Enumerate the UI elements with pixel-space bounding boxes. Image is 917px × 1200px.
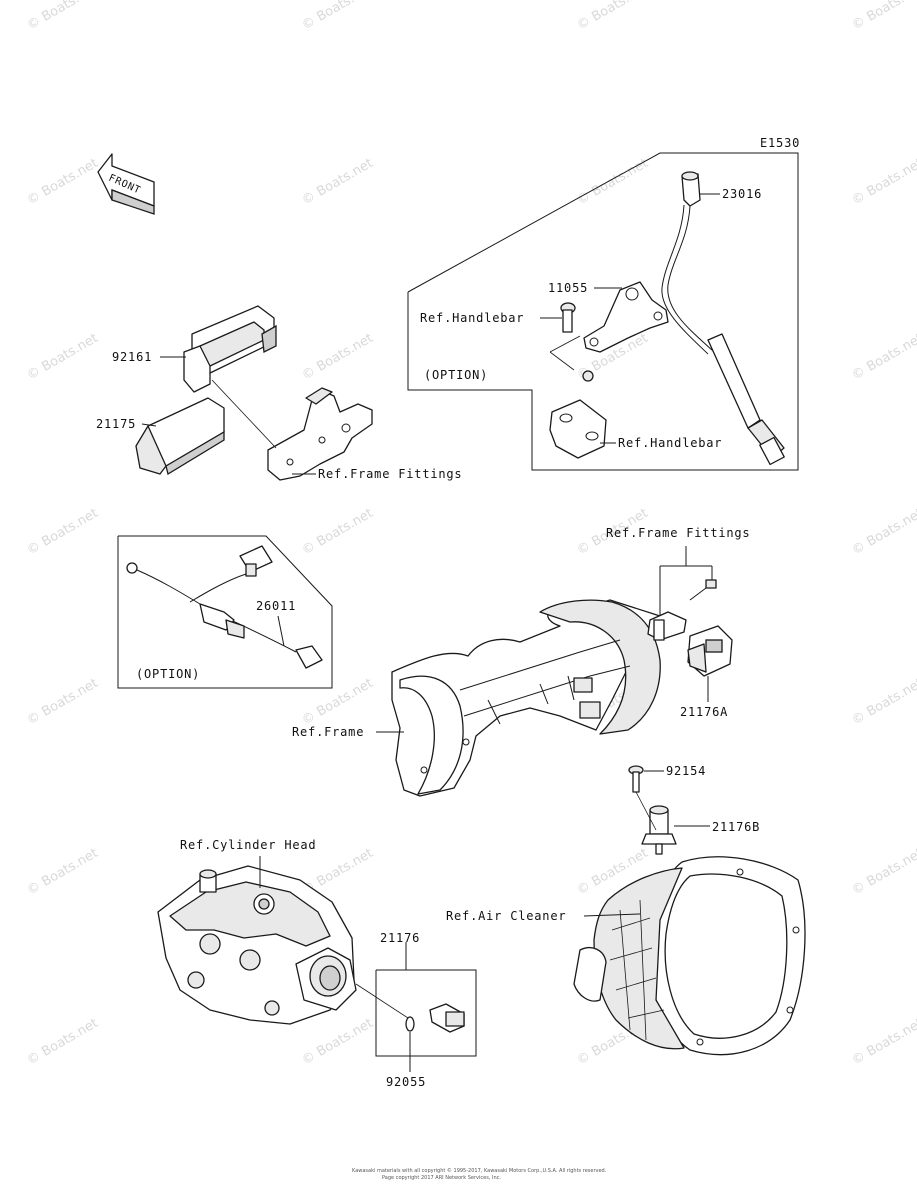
handlebar-clamp bbox=[549, 399, 607, 459]
frame-fittings-right bbox=[647, 579, 717, 641]
watermark: © Boats.net bbox=[25, 331, 101, 384]
ref-cylinder-head: Ref.Cylinder Head bbox=[180, 838, 316, 852]
screw-92154 bbox=[628, 765, 644, 793]
cable-assembly-23016 bbox=[661, 171, 785, 466]
sensor-21176b bbox=[635, 791, 677, 855]
option-label-top: (OPTION) bbox=[424, 368, 488, 382]
part-number-21176a: 21176A bbox=[680, 705, 728, 719]
harness-26011 bbox=[126, 545, 323, 669]
option-box-top: (OPTION) bbox=[407, 152, 799, 471]
o-ring-92055 bbox=[405, 1016, 415, 1032]
part-number-92055: 92055 bbox=[386, 1075, 426, 1089]
part-number-26011: 26011 bbox=[256, 599, 296, 613]
front-arrow-icon: FRONT bbox=[97, 153, 155, 215]
frame-fittings-bracket bbox=[267, 387, 373, 481]
ref-frame-fittings-top: Ref.Frame Fittings bbox=[318, 467, 462, 481]
ref-air-cleaner: Ref.Air Cleaner bbox=[446, 909, 566, 923]
watermark: © Boats.net bbox=[850, 156, 917, 209]
option-label-left: (OPTION) bbox=[136, 667, 200, 681]
bolt-ref-handlebar bbox=[560, 302, 576, 333]
watermark: © Boats.net bbox=[25, 676, 101, 729]
ref-frame: Ref.Frame bbox=[292, 725, 364, 739]
part-number-23016: 23016 bbox=[722, 187, 762, 201]
watermark: © Boats.net bbox=[575, 156, 651, 209]
sensor-21176 bbox=[429, 1003, 465, 1033]
air-cleaner bbox=[573, 856, 806, 1056]
watermark: © Boats.net bbox=[850, 1016, 917, 1069]
watermark: © Boats.net bbox=[25, 156, 101, 209]
part-number-21175: 21175 bbox=[96, 417, 136, 431]
ecu-cover-92161 bbox=[183, 305, 277, 393]
frame bbox=[391, 599, 661, 797]
part-number-11055: 11055 bbox=[548, 281, 588, 295]
part-number-92161: 92161 bbox=[112, 350, 152, 364]
watermark: © Boats.net bbox=[300, 0, 376, 33]
copyright-line-1: Kawasaki materials with all copyright © … bbox=[352, 1167, 607, 1174]
washer bbox=[582, 370, 594, 382]
option-box-left: (OPTION) bbox=[117, 535, 333, 689]
diagram-code: E1530 bbox=[760, 136, 800, 150]
bracket-box-21176 bbox=[375, 942, 477, 1057]
watermark: © Boats.net bbox=[25, 0, 101, 33]
part-number-21176b: 21176B bbox=[712, 820, 760, 834]
watermark: © Boats.net bbox=[850, 0, 917, 33]
sensor-21176a bbox=[687, 625, 733, 677]
part-number-21176: 21176 bbox=[380, 931, 420, 945]
ecu-21175 bbox=[135, 397, 225, 476]
bracket-11055 bbox=[583, 281, 669, 353]
part-number-92154: 92154 bbox=[666, 764, 706, 778]
watermark: © Boats.net bbox=[300, 156, 376, 209]
watermark: © Boats.net bbox=[850, 506, 917, 559]
ref-handlebar-top: Ref.Handlebar bbox=[420, 311, 524, 325]
watermark: © Boats.net bbox=[300, 676, 376, 729]
ref-handlebar-bottom: Ref.Handlebar bbox=[618, 436, 722, 450]
ref-frame-fittings-right: Ref.Frame Fittings bbox=[606, 526, 750, 540]
watermark: © Boats.net bbox=[850, 676, 917, 729]
watermark: © Boats.net bbox=[850, 331, 917, 384]
watermark: © Boats.net bbox=[300, 1016, 376, 1069]
watermark: © Boats.net bbox=[25, 846, 101, 899]
watermark: © Boats.net bbox=[300, 331, 376, 384]
watermark: © Boats.net bbox=[300, 506, 376, 559]
copyright-line-2: Page copyright 2017 ARI Network Services… bbox=[382, 1175, 501, 1181]
watermark: © Boats.net bbox=[25, 1016, 101, 1069]
watermark: © Boats.net bbox=[575, 0, 651, 33]
cylinder-head bbox=[157, 865, 357, 1025]
watermark: © Boats.net bbox=[850, 846, 917, 899]
watermark: © Boats.net bbox=[25, 506, 101, 559]
